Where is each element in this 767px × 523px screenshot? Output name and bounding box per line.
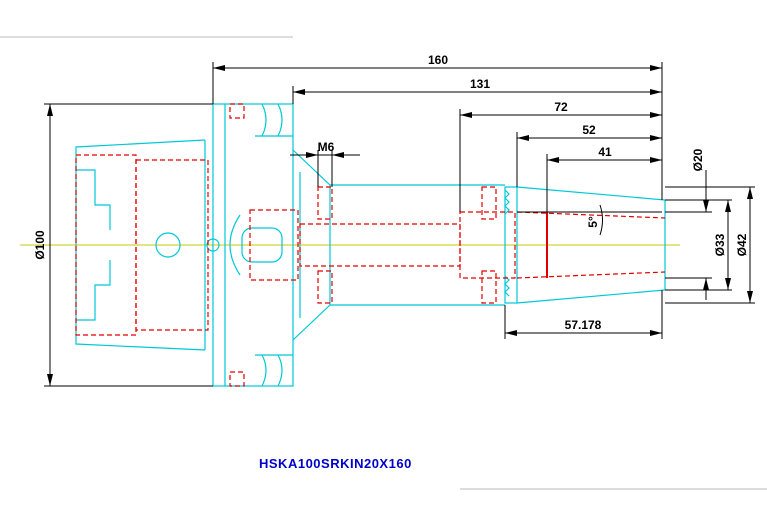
dimension-lines bbox=[44, 62, 755, 387]
dim-131: 131 bbox=[470, 77, 490, 91]
dim-diameter-20: Ø20 bbox=[691, 148, 705, 171]
dim-57178: 57.178 bbox=[565, 318, 602, 332]
dim-angle: 5° bbox=[586, 216, 600, 228]
dim-41: 41 bbox=[598, 145, 612, 159]
dim-72: 72 bbox=[554, 100, 568, 114]
holder-outline bbox=[75, 103, 666, 387]
dim-diameter-42: Ø42 bbox=[735, 233, 749, 256]
dim-m6: M6 bbox=[318, 140, 335, 154]
dim-160: 160 bbox=[428, 53, 448, 67]
dim-diameter-33: Ø33 bbox=[713, 233, 727, 256]
model-label: HSKA100SRKIN20X160 bbox=[259, 456, 412, 471]
dim-52: 52 bbox=[582, 123, 596, 137]
dim-diameter-100: Ø100 bbox=[33, 230, 47, 260]
hidden-lines bbox=[75, 103, 666, 387]
